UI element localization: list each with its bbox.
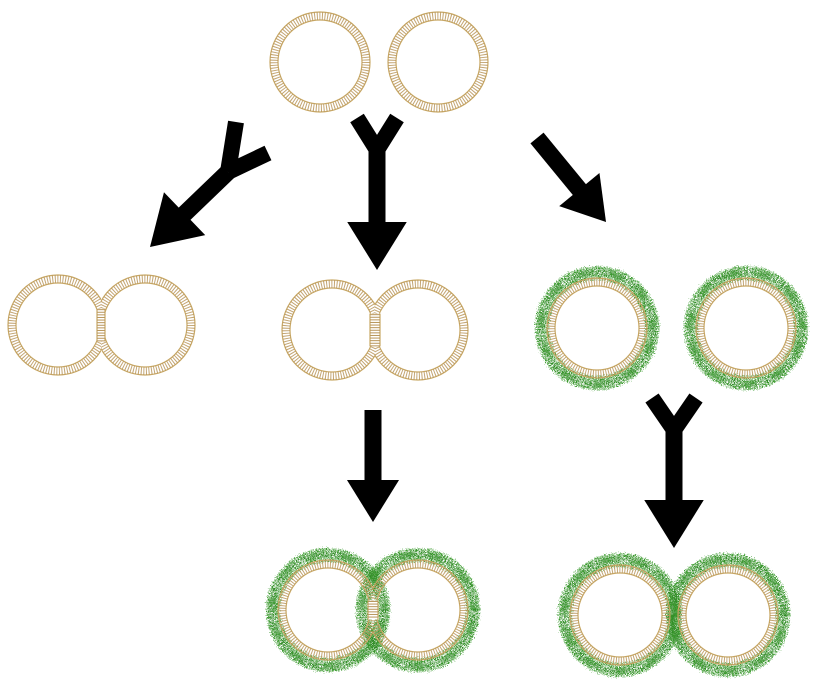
middle-bottom-fused-fusion-seam (367, 600, 379, 620)
arrow-right-to-bottom (644, 393, 704, 548)
middle-bottom-fused-coat-right (356, 548, 480, 672)
middle-fused-fusion-seam (369, 313, 381, 347)
right-vesicle-left (546, 277, 648, 379)
arrow-middle-to-bottom (346, 410, 400, 522)
left-fused-fusion-seam (96, 308, 106, 342)
middle-bottom-fused-coat-left (266, 548, 390, 672)
right-bottom-fused-vesicle-right (677, 564, 779, 666)
right-vesicle-right (695, 277, 797, 379)
middle-fused-vesicle-right (375, 279, 469, 381)
arrow-start-to-middle (347, 113, 407, 270)
left-fused-vesicle-left (7, 274, 101, 376)
middle-bottom-fused-vesicle-left (277, 559, 373, 661)
right-bottom-fused-coat-left (558, 553, 682, 677)
right-coat-left (535, 266, 659, 390)
middle-fused-vesicle-left (281, 279, 375, 381)
start-vesicle-left (269, 11, 371, 113)
left-fused-vesicle-right (101, 274, 196, 376)
start-vesicle-right (387, 11, 489, 113)
right-bottom-fused-vesicle-left (569, 564, 671, 666)
right-bottom-fused-coat-right (666, 553, 790, 677)
right-coat-right (684, 266, 808, 390)
arrow-start-to-right (530, 132, 606, 222)
arrow-start-to-left (150, 120, 272, 247)
